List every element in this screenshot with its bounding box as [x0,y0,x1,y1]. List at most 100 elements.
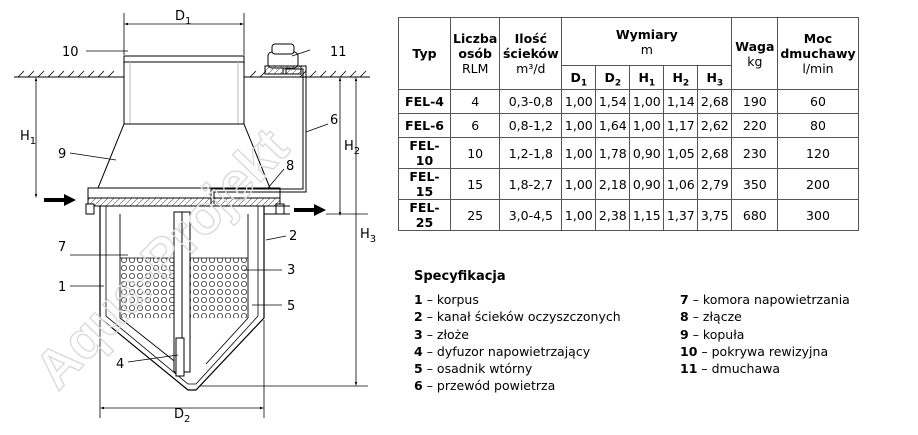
header-h2: H2 [663,65,699,90]
cell-typ: FEL-10 [398,137,451,169]
cell-h2: 1,37 [663,199,699,231]
callout-leaders [69,49,329,363]
inlet-arrow [44,194,76,206]
cell-rlm: 15 [449,168,501,200]
cell-waga: 230 [731,137,779,169]
cell-scieki: 0,8-1,2 [499,113,563,138]
spec-item-dash: – [426,309,433,325]
spec-item-number: 2 [414,309,423,325]
spec-item: 8 – złącze [680,308,850,325]
cell-rlm: 6 [449,113,501,138]
spec-item-number: 7 [680,292,689,307]
spec-item-text: pokrywa rewizyjna [711,343,829,359]
cell-waga: 350 [731,168,779,200]
spec-item: 1 – korpus [414,291,621,308]
spec-item-text: komora napowietrzania [702,292,850,307]
cell-h2: 1,17 [663,113,699,138]
header-h3: H3 [697,65,733,90]
header-typ: Typ [398,17,451,90]
cell-scieki: 1,2-1,8 [499,137,563,169]
cell-h1: 0,90 [629,137,665,169]
spec-item: 9 – kopuła [680,326,850,343]
header-wymiary: Wymiary m [561,17,733,66]
cell-d1: 1,00 [561,113,597,138]
callout-7: 7 [58,240,66,255]
spec-item-dash: – [426,343,433,359]
callout-6: 6 [330,113,338,128]
spec-item-text: złoże [436,326,469,342]
cell-h3: 2,62 [697,113,733,138]
spec-item-dash: – [701,343,708,359]
cell-d1: 1,00 [561,89,597,114]
aeration-chamber [119,214,249,365]
spec-item: 7 – komora napowietrzania [680,291,850,308]
cell-moc: 300 [777,199,859,231]
callout-11: 11 [330,45,347,60]
cell-waga: 680 [731,199,779,231]
cell-h2: 1,14 [663,89,699,114]
cell-h2: 1,05 [663,137,699,169]
header-ilosc: Ilość ścieków m³/d [499,17,563,90]
outlet-pipe [264,205,290,215]
cell-h1: 0,90 [629,168,665,200]
spec-item-number: 3 [414,326,423,342]
cell-waga: 190 [731,89,779,114]
spec-item-text: złącze [702,309,742,325]
spec-item-dash: – [701,361,708,377]
spec-item: 10 – pokrywa rewizyjna [680,343,850,360]
cell-d2: 1,64 [595,113,631,138]
dimension-h3 [200,77,368,387]
spec-item: 3 – złoże [414,326,621,343]
spec-item-number: 9 [680,326,689,342]
spec-item: 11 – dmuchawa [680,360,850,377]
header-liczba: Liczba osób RLM [449,17,501,90]
cell-h2: 1,06 [663,168,699,200]
cell-h1: 1,00 [629,113,665,138]
cell-h3: 2,68 [697,137,733,169]
spec-title: Specyfikacja [414,269,506,284]
spec-item-dash: – [426,361,433,377]
callout-10: 10 [62,45,79,60]
spec-item-text: dmuchawa [711,361,780,377]
spec-item-number: 11 [680,361,698,377]
cell-h3: 2,79 [697,168,733,200]
spec-item-dash: – [692,326,699,342]
spec-item: 4 – dyfuzor napowietrzający [414,343,621,360]
cell-h1: 1,00 [629,89,665,114]
blower [264,43,302,75]
flange [85,187,285,215]
spec-item-text: dyfuzor napowietrzający [436,343,591,359]
cell-typ: FEL-4 [398,89,451,114]
cell-scieki: 0,3-0,8 [499,89,563,114]
header-moc: Moc dmuchawy l/min [777,17,859,90]
dimension-d2 [99,320,265,418]
spec-item-dash: – [692,292,699,307]
cell-moc: 120 [777,137,859,169]
callout-8: 8 [286,159,294,174]
cell-d2: 1,78 [595,137,631,169]
cell-moc: 80 [777,113,859,138]
spec-item-dash: – [426,326,433,342]
cell-typ: FEL-25 [398,199,451,231]
header-waga: Waga kg [731,17,779,90]
cell-rlm: 4 [449,89,501,114]
spec-item-text: kanał ścieków oczyszczonych [436,309,621,325]
callout-3: 3 [287,263,295,278]
cell-moc: 60 [777,89,859,114]
spec-item-text: przewód powietrza [436,378,556,394]
dome [97,123,271,189]
spec-item-text: osadnik wtórny [436,361,533,377]
callout-5: 5 [287,299,295,314]
spec-item-number: 1 [414,292,423,307]
cell-d2: 2,38 [595,199,631,231]
spec-item-text: korpus [436,292,479,307]
spec-item-number: 5 [414,361,423,377]
d2-label: D2 [174,407,190,425]
cell-d2: 1,54 [595,89,631,114]
diffuser [173,211,191,377]
cell-rlm: 25 [449,199,501,231]
